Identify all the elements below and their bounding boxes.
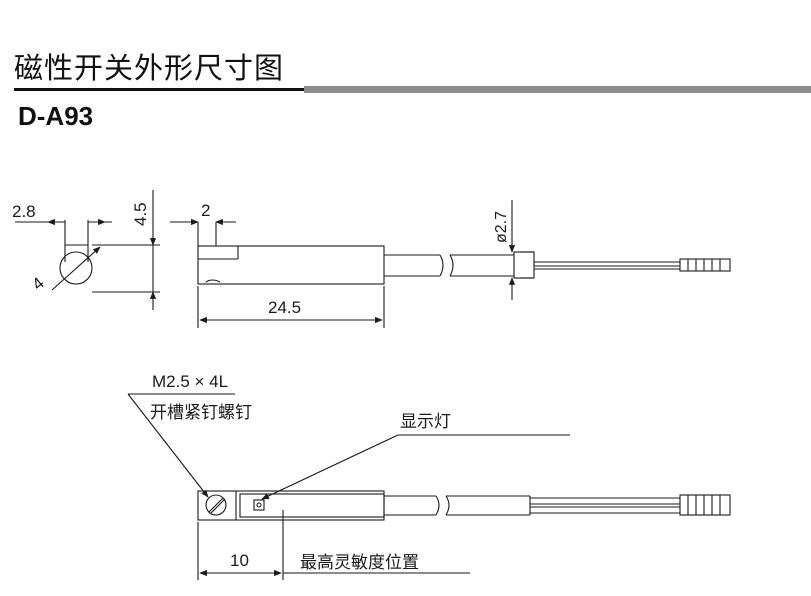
dim-length: 24.5: [268, 298, 301, 317]
model-label: D-A93: [18, 101, 94, 131]
end-view: [15, 190, 160, 310]
screw-spec: M2.5 × 4L: [152, 372, 228, 391]
title-underline: [14, 88, 304, 91]
led-label: 显示灯: [400, 412, 451, 432]
title-bar: 磁性开关外形尺寸图: [14, 46, 811, 94]
page-title: 磁性开关外形尺寸图: [14, 51, 285, 85]
dim-offset: 2: [201, 201, 210, 220]
screw-name: 开槽紧钉螺钉: [150, 403, 252, 423]
dim-diameter-small: 4: [28, 273, 47, 294]
dim-sensing: 10: [230, 551, 249, 570]
title-rule-gray: [304, 86, 811, 93]
sensing-label: 最高灵敏度位置: [300, 553, 419, 573]
dim-width-small: 2.8: [12, 202, 36, 221]
dim-height-small: 4.5: [131, 202, 150, 226]
top-view: [127, 393, 731, 580]
side-view: [170, 200, 731, 328]
dim-cable-dia: ø2.7: [493, 211, 510, 243]
